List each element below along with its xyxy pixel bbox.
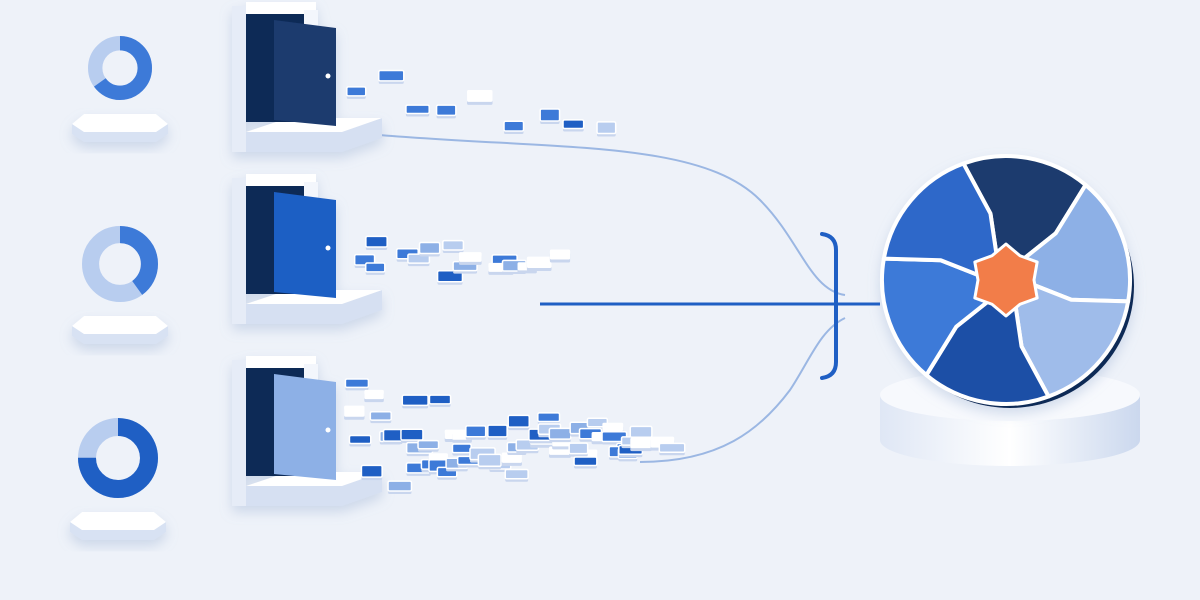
data-block-icon xyxy=(503,120,525,134)
ring-pedestal xyxy=(72,114,168,142)
globe-segment xyxy=(881,161,999,278)
open-door-icon xyxy=(232,356,382,506)
data-block-icon xyxy=(629,425,653,441)
data-block-icon xyxy=(348,434,372,447)
data-block-icon xyxy=(364,262,386,275)
data-block-icon xyxy=(573,456,598,469)
data-block-icon xyxy=(346,86,367,99)
data-block-icon xyxy=(465,425,487,440)
data-block-icon xyxy=(501,452,522,466)
data-block-icon xyxy=(537,412,561,425)
data-block-icon xyxy=(548,427,572,443)
data-block-icon xyxy=(526,256,552,271)
data-block-icon xyxy=(549,249,571,263)
open-door-icon xyxy=(232,174,382,324)
open-door-icon xyxy=(232,2,382,152)
data-block-icon xyxy=(630,437,652,452)
connection-lines xyxy=(379,134,880,463)
data-block-icon xyxy=(405,104,430,117)
data-block-icon xyxy=(417,439,440,452)
data-block-icon xyxy=(442,239,465,254)
data-block-icon xyxy=(401,394,429,409)
gauge-fill xyxy=(78,418,158,498)
data-block-icon xyxy=(407,253,431,267)
data-block-icon xyxy=(387,480,413,494)
data-block-icon xyxy=(539,108,561,124)
door-leaf xyxy=(274,192,336,298)
data-block-icon xyxy=(477,453,502,470)
data-block-icon xyxy=(507,414,530,431)
data-block-stream xyxy=(346,69,617,137)
data-block-icon xyxy=(451,443,472,456)
channel-middle xyxy=(72,174,571,344)
globe-core xyxy=(973,242,1039,318)
data-block-icon xyxy=(658,442,686,456)
data-block-icon xyxy=(487,424,508,440)
door-leaf xyxy=(274,20,336,126)
donut-gauge-icon xyxy=(78,418,158,498)
gauge-fill xyxy=(88,36,152,101)
data-block-icon xyxy=(428,394,452,407)
door-knob xyxy=(325,73,331,79)
merge-bracket-icon xyxy=(820,232,838,380)
data-block-icon xyxy=(568,442,589,457)
data-block-icon xyxy=(360,464,383,481)
data-block-icon xyxy=(369,411,392,424)
data-block-icon xyxy=(467,89,493,105)
channels-group xyxy=(70,2,686,540)
gauge-fill xyxy=(82,225,159,302)
data-block-icon xyxy=(586,417,609,430)
data-block-icon xyxy=(382,428,404,445)
data-block-icon xyxy=(365,235,388,251)
hub-group xyxy=(820,154,1140,466)
channel-top xyxy=(72,2,617,152)
connection-line-top xyxy=(379,134,846,296)
ring-pedestal xyxy=(70,512,166,540)
data-block-icon xyxy=(504,468,529,482)
data-block-stream xyxy=(353,235,571,285)
door-knob xyxy=(325,245,331,251)
donut-gauge-icon xyxy=(87,36,152,101)
data-block-icon xyxy=(378,69,405,84)
data-block-icon xyxy=(364,389,384,403)
data-block-icon xyxy=(344,378,370,391)
data-block-icon xyxy=(435,104,457,119)
door-leaf xyxy=(274,374,336,480)
connection-line-bottom xyxy=(639,317,846,463)
ring-pedestal xyxy=(72,316,168,344)
data-block-icon xyxy=(418,241,441,257)
segmented-globe-icon xyxy=(880,154,1134,408)
donut-gauge-icon xyxy=(82,225,159,303)
data-block-stream xyxy=(344,378,686,494)
data-block-icon xyxy=(344,405,365,420)
door-knob xyxy=(325,427,331,433)
data-block-icon xyxy=(458,252,482,265)
channel-bottom xyxy=(70,356,686,540)
data-block-icon xyxy=(562,119,585,132)
data-block-icon xyxy=(400,428,424,444)
data-block-icon xyxy=(596,121,617,137)
